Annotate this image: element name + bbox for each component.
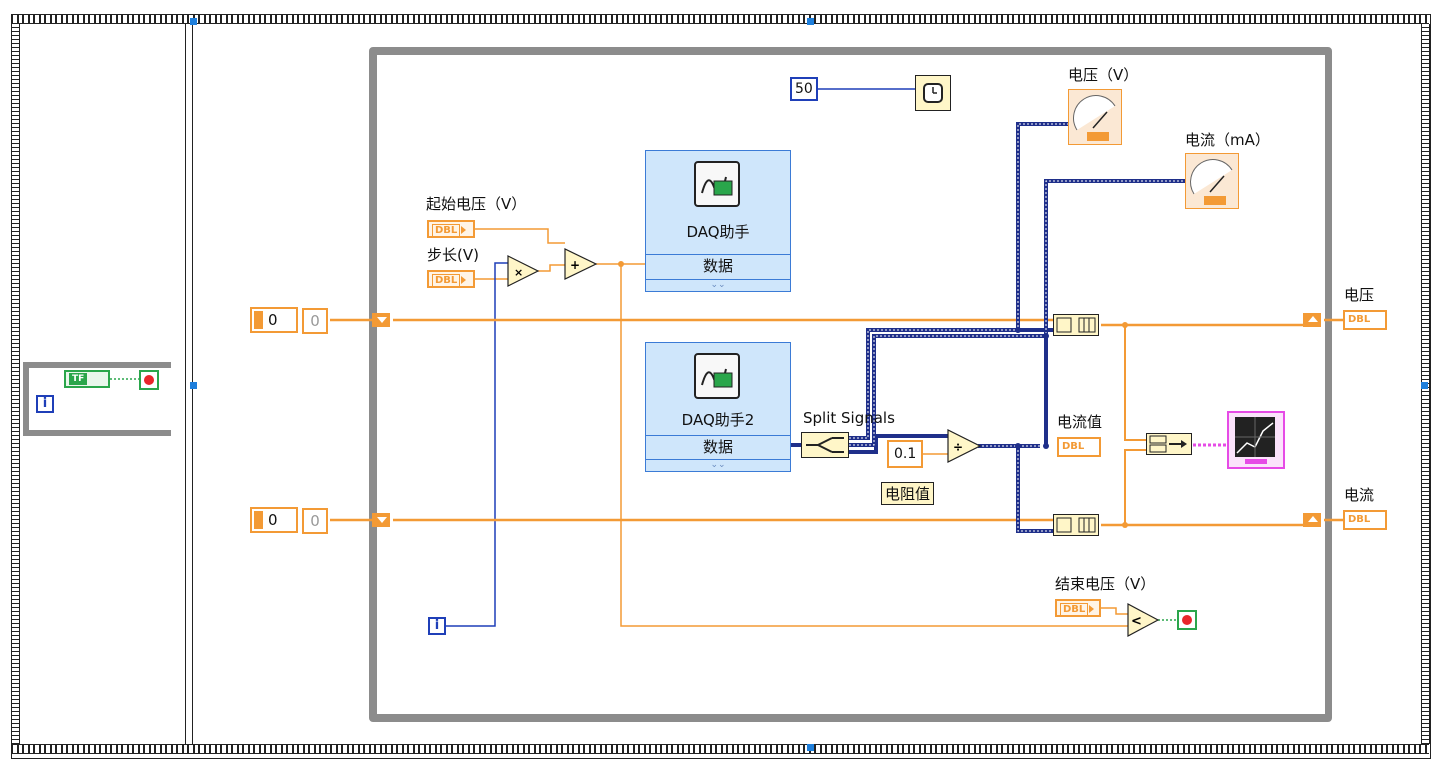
shift-register-right-2[interactable] — [1303, 513, 1321, 527]
wait-ms-node[interactable] — [915, 75, 951, 111]
shift-register-left-1[interactable] — [372, 313, 390, 327]
current-output-label: 电流 — [1344, 486, 1375, 504]
daq2-expand-arrow[interactable]: ⌄⌄ — [646, 459, 790, 471]
xy-graph-indicator[interactable] — [1227, 411, 1285, 469]
daq1-data-terminal[interactable]: 数据 — [646, 254, 790, 277]
xy-x-wire — [1124, 325, 1146, 441]
resize-handle[interactable] — [190, 382, 197, 389]
daq-assistant-2[interactable]: DAQ助手2 数据 ⌄⌄ — [645, 342, 791, 472]
resistance-constant[interactable]: 0.1 — [887, 440, 924, 468]
frame1-while-loop[interactable] — [23, 362, 171, 436]
clock-icon — [923, 83, 943, 103]
voltage-gauge-label: 电压（V） — [1068, 66, 1139, 84]
gauge-icon — [1190, 159, 1233, 205]
current-value-label: 电流值 — [1057, 413, 1103, 431]
resistance-label: 电阻值 — [881, 482, 935, 505]
main-while-loop[interactable] — [369, 47, 1332, 722]
build-array-voltage[interactable] — [1053, 314, 1099, 336]
step-label: 步长(V) — [427, 246, 479, 264]
start-voltage-label: 起始电压（V） — [426, 195, 527, 213]
sequence-film-top — [11, 14, 1429, 24]
sequence-film-bottom — [11, 744, 1429, 754]
iteration-terminal: i — [36, 395, 54, 413]
wait-ms-constant[interactable]: 50 — [790, 77, 818, 101]
daq-assistant-1[interactable]: DAQ助手 数据 ⌄⌄ — [645, 150, 791, 292]
sum-to-compare-wire — [620, 264, 1128, 627]
main-iteration-terminal: i — [428, 617, 446, 635]
daq-card-icon — [694, 353, 740, 399]
init-numeric-display-2: 0 — [302, 508, 328, 534]
loop-condition-terminal[interactable] — [139, 370, 159, 390]
init-numeric-control-2[interactable]: 0 — [250, 507, 298, 533]
svg-text:+: + — [570, 258, 580, 272]
stop-condition-terminal[interactable] — [1177, 610, 1197, 630]
boolean-true-constant[interactable]: TF — [64, 370, 110, 388]
step-control[interactable]: DBL — [427, 270, 475, 288]
end-voltage-control[interactable]: DBL — [1055, 599, 1101, 617]
resize-handle[interactable] — [190, 18, 197, 25]
end-voltage-wire — [1100, 607, 1128, 615]
gauge-icon — [1073, 95, 1116, 141]
start-voltage-control[interactable]: DBL — [427, 220, 475, 238]
current-output-indicator[interactable]: DBL — [1343, 510, 1387, 530]
svg-text:×: × — [514, 266, 523, 279]
sequence-film-left — [11, 24, 20, 744]
graph-icon — [1235, 417, 1275, 464]
multiply-node — [507, 255, 540, 287]
bundle-icon — [1149, 435, 1187, 453]
build-array-icon — [1056, 317, 1096, 333]
bundle-node[interactable] — [1146, 433, 1192, 455]
split-signals-node[interactable] — [801, 432, 849, 458]
less-than-node — [1127, 603, 1160, 637]
xy-y-wire — [1124, 449, 1146, 525]
split-icon — [806, 437, 844, 453]
init-numeric-display-1: 0 — [302, 308, 328, 334]
init-numeric-control-1[interactable]: 0 — [250, 307, 298, 333]
current-value-indicator[interactable]: DBL — [1057, 437, 1101, 457]
voltage-output-label: 电压 — [1344, 286, 1375, 304]
voltage-output-indicator[interactable]: DBL — [1343, 310, 1387, 330]
build-array-current[interactable] — [1053, 514, 1099, 536]
iteration-wire — [446, 262, 508, 627]
add-node — [564, 248, 598, 280]
shift-register-left-2[interactable] — [372, 513, 390, 527]
end-voltage-label: 结束电压（V） — [1055, 575, 1156, 593]
split-signals-label: Split Signals — [803, 409, 895, 427]
current-gauge-indicator[interactable] — [1185, 153, 1239, 209]
product-wire — [538, 264, 565, 272]
daq1-expand-arrow[interactable]: ⌄⌄ — [646, 279, 790, 291]
daq2-data-terminal[interactable]: 数据 — [646, 435, 790, 458]
voltage-gauge-indicator[interactable] — [1068, 89, 1122, 145]
divide-node — [947, 429, 982, 463]
daq2-title: DAQ助手2 — [681, 411, 755, 429]
daq1-title: DAQ助手 — [686, 223, 750, 241]
daq-card-icon — [694, 161, 740, 207]
resize-handle[interactable] — [807, 744, 814, 751]
svg-text:<: < — [1131, 614, 1142, 629]
svg-text:÷: ÷ — [953, 440, 963, 454]
resize-handle[interactable] — [1421, 382, 1428, 389]
shift-register-right-1[interactable] — [1303, 313, 1321, 327]
current-gauge-label: 电流（mA） — [1185, 131, 1270, 149]
resize-handle[interactable] — [807, 18, 814, 25]
build-array-icon — [1056, 517, 1096, 533]
start-voltage-wire — [475, 228, 565, 244]
